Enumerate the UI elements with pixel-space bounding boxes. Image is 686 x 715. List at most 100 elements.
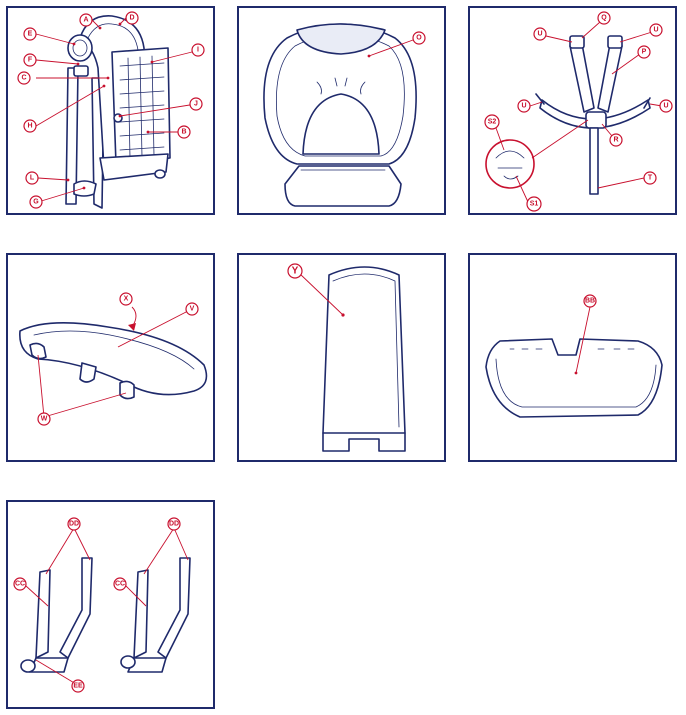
panel-legs: DD DD CC CC EE xyxy=(6,500,215,709)
left-shoulder-strap xyxy=(569,43,595,113)
tray-body xyxy=(19,322,208,396)
label-u-mid-left: U xyxy=(517,99,531,113)
label-u-top-right: U xyxy=(649,23,663,37)
svg-text:DD: DD xyxy=(69,521,79,528)
svg-text:U: U xyxy=(521,103,526,110)
cushion-front-flap xyxy=(284,165,402,207)
svg-text:P: P xyxy=(642,49,647,56)
tray-illustration: X V W xyxy=(19,292,208,426)
footrest-body xyxy=(485,338,663,418)
waist-belt xyxy=(539,99,651,129)
height-lever xyxy=(73,65,89,77)
label-l: L xyxy=(25,171,39,185)
svg-text:U: U xyxy=(653,27,658,34)
svg-text:CC: CC xyxy=(115,581,125,588)
right-wheel xyxy=(120,655,136,669)
label-c: C xyxy=(17,71,31,85)
svg-text:EE: EE xyxy=(73,683,83,690)
svg-text:C: C xyxy=(21,75,26,82)
label-j: J xyxy=(189,97,203,111)
seat-cushion-illustration: O xyxy=(263,23,426,207)
label-ee: EE xyxy=(71,679,85,693)
label-b: B xyxy=(177,125,191,139)
label-y: Y xyxy=(287,263,303,279)
tray-clip-left xyxy=(29,342,47,360)
svg-text:E: E xyxy=(28,31,33,38)
left-rear-tube xyxy=(59,557,93,659)
label-o: O xyxy=(412,31,426,45)
panel-seat-cushion: O xyxy=(237,6,446,215)
svg-text:U: U xyxy=(663,103,668,110)
label-r: R xyxy=(609,133,623,147)
label-u-mid-right: U xyxy=(659,99,673,113)
cover-body xyxy=(322,266,406,438)
right-shoulder-strap xyxy=(597,43,623,113)
svg-text:CC: CC xyxy=(15,581,25,588)
tray-clip-right xyxy=(119,380,135,400)
adjust-knob xyxy=(67,34,93,62)
svg-text:D: D xyxy=(129,15,134,22)
label-dd-right: DD xyxy=(167,517,181,531)
label-cc-right: CC xyxy=(113,577,127,591)
label-i: I xyxy=(191,43,205,57)
svg-text:U: U xyxy=(537,31,542,38)
left-front-tube xyxy=(35,569,51,659)
svg-text:S1: S1 xyxy=(530,201,539,208)
svg-text:H: H xyxy=(27,123,32,130)
svg-text:R: R xyxy=(613,137,618,144)
svg-text:X: X xyxy=(124,296,129,303)
harness-illustration: U Q U P U U R T S2 S1 xyxy=(484,11,673,212)
svg-text:F: F xyxy=(28,57,33,64)
legs-illustration: DD DD CC CC EE xyxy=(13,517,191,693)
label-cc-left: CC xyxy=(13,577,27,591)
right-strap-buckle xyxy=(607,35,623,49)
svg-text:Q: Q xyxy=(601,15,607,22)
svg-text:T: T xyxy=(648,175,653,182)
headrest xyxy=(296,23,386,55)
chair-base xyxy=(99,153,169,181)
right-front-tube xyxy=(133,569,149,659)
svg-text:O: O xyxy=(416,35,422,42)
high-chair-illustration: A D E F C H I J B L G xyxy=(17,11,205,209)
svg-text:B: B xyxy=(181,129,186,136)
panel-high-chair: A D E F C H I J B L G xyxy=(6,6,215,215)
panel-harness: U Q U P U U R T S2 S1 xyxy=(468,6,677,215)
panel-cover: Y xyxy=(237,253,446,462)
label-a: A xyxy=(79,13,93,27)
label-p: P xyxy=(637,45,651,59)
right-rear-tube xyxy=(157,557,191,659)
label-q: Q xyxy=(597,11,611,25)
crotch-strap xyxy=(589,127,599,195)
footrest-illustration: BB xyxy=(485,294,663,418)
label-s1: S1 xyxy=(526,196,542,212)
tray-grid xyxy=(119,55,165,159)
svg-text:I: I xyxy=(197,47,199,54)
tray-support-leg xyxy=(79,362,97,383)
svg-text:G: G xyxy=(33,199,39,206)
buckle-detail-circle xyxy=(485,139,535,189)
svg-text:J: J xyxy=(194,101,198,108)
base-foot xyxy=(154,169,166,179)
svg-text:A: A xyxy=(83,17,88,24)
cover-illustration: Y xyxy=(287,263,406,452)
label-h: H xyxy=(23,119,37,133)
label-g: G xyxy=(29,195,43,209)
panel-tray: X V W xyxy=(6,253,215,462)
cover-base-straps xyxy=(322,432,406,452)
label-x: X xyxy=(119,292,133,306)
label-v: V xyxy=(185,302,199,316)
label-w: W xyxy=(37,412,51,426)
svg-text:W: W xyxy=(41,416,48,423)
svg-text:L: L xyxy=(30,175,35,182)
label-bb: BB xyxy=(583,294,597,308)
label-s2: S2 xyxy=(484,114,500,130)
seat-opening xyxy=(302,93,380,155)
label-e: E xyxy=(23,27,37,41)
svg-text:V: V xyxy=(190,306,195,313)
label-t: T xyxy=(643,171,657,185)
label-dd-left: DD xyxy=(67,517,81,531)
label-d: D xyxy=(125,11,139,25)
svg-text:Y: Y xyxy=(292,266,299,277)
panel-footrest: BB xyxy=(468,253,677,462)
svg-text:DD: DD xyxy=(169,521,179,528)
